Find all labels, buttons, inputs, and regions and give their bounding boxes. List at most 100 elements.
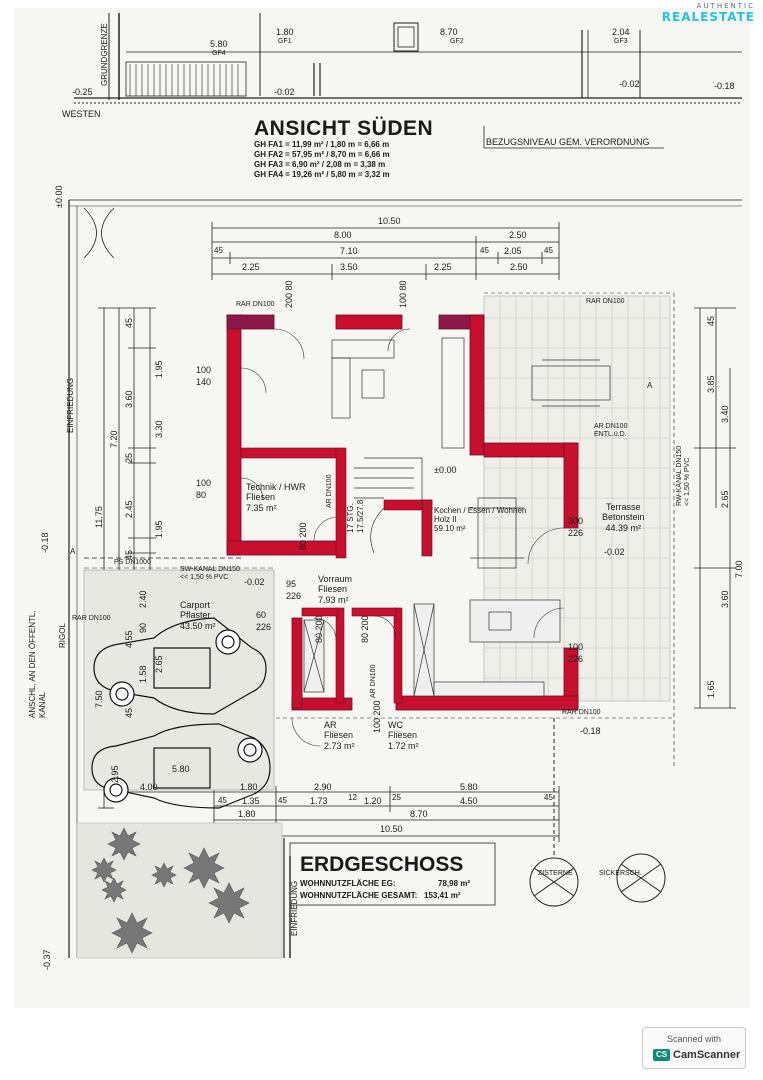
scanner-name: CamScanner (673, 1049, 741, 1061)
opening-9: 80 200 (298, 522, 308, 550)
furniture (331, 337, 611, 569)
pipe-ar-stair: AR DN100 (326, 474, 333, 508)
level-terrace: -0.02 (604, 547, 625, 557)
dim-bottom-10-50: 10.50 (380, 824, 403, 834)
elev-dim-3: 8.70 (440, 27, 458, 37)
level-bottom-left: -0.37 (42, 949, 52, 970)
label-sickersch: SICKERSCH. (599, 870, 642, 877)
dim-bottom-2-90: 2.90 (314, 782, 332, 792)
elev-gf-1: GF1 (278, 38, 292, 45)
dim-top-3-50: 3.50 (340, 262, 358, 272)
dim-bottom-45-a: 45 (218, 796, 227, 805)
dim-top-45-c: 45 (544, 246, 553, 255)
dim-bottom-45-c: 45 (544, 793, 553, 802)
dim-left-1-58: 1.58 (138, 665, 148, 683)
opening-12: 100 200 (372, 700, 382, 733)
dim-left-1-95-a: 1.95 (154, 360, 164, 378)
dim-top-8: 8.00 (334, 230, 352, 240)
pipe-ps: PS DN1000 (114, 559, 151, 566)
dim-bottom-1-80-a: 1.80 (240, 782, 258, 792)
dim-bottom-5-80-car: 5.80 (172, 764, 190, 774)
dim-left-2-45: 2.45 (124, 500, 134, 518)
dim-top-45-a: 45 (214, 246, 223, 255)
tanks (529, 718, 666, 907)
site-boundary (68, 199, 742, 958)
dim-top-2-25-b: 2.25 (434, 262, 452, 272)
dim-top-45-b: 45 (480, 246, 489, 255)
dim-bottom-45-b: 45 (278, 796, 287, 805)
area-total-value: 153,41 m² (424, 891, 461, 900)
dim-top-2-25-a: 2.25 (242, 262, 260, 272)
dim-top-2-50: 2.50 (509, 230, 527, 240)
plan-sheet: 5.80 GF4 1.80 GF1 8.70 GF2 2.04 GF3 -0.2… (14, 8, 750, 1008)
section-marker-a-left: A (70, 547, 76, 556)
dim-bottom-25: 25 (392, 793, 401, 802)
dim-bottom-1-73: 1.73 (310, 796, 328, 806)
dim-bottom-1-80-b: 1.80 (238, 809, 256, 819)
dim-bottom-1-35: 1.35 (242, 796, 260, 806)
dim-right-3-85: 3.85 (706, 375, 716, 393)
scanner-caption: Scanned with (666, 1034, 722, 1044)
pipe-anschl: ANSCHL. AN DEN ÖFFENTL. KANAL (28, 610, 47, 718)
level-left-drain: -0.18 (40, 532, 50, 553)
doors (240, 328, 565, 747)
dim-right-2-65: 2.65 (720, 490, 730, 508)
car-lower (91, 723, 271, 809)
dim-left-1-95-b: 1.95 (154, 520, 164, 538)
pipe-rigol: RIGOL (58, 623, 67, 648)
dim-left-90: 90 (138, 622, 148, 633)
pipe-rar-top: RAR DN100 (236, 301, 275, 308)
elev-dim-2: 1.80 (276, 27, 294, 37)
elev-level-1: -0.25 (72, 87, 93, 97)
level-living: ±0.00 (434, 465, 457, 475)
area-eg-label: WOHNNUTZFLÄCHE EG: (300, 879, 396, 888)
dim-left-45-a: 45 (124, 317, 134, 328)
dim-left-2-40: 2.40 (138, 590, 148, 608)
label-zisterne: ZISTERNE (538, 870, 573, 877)
brand-name: REALESTATE (661, 10, 755, 24)
floor-plan-drawing (68, 13, 742, 959)
dim-right-7-00: 7.00 (734, 560, 744, 578)
dim-left-3-60: 3.60 (124, 390, 134, 408)
dim-left-2-95: 2.95 (110, 765, 120, 783)
dim-bottom-1-20: 1.20 (364, 796, 382, 806)
dim-top-7-10: 7.10 (340, 246, 358, 256)
dim-left-45-c: 45 (124, 707, 134, 718)
level-top-left: ±0.00 (54, 185, 64, 208)
carport-paving (83, 569, 275, 791)
dim-top-total: 10.50 (378, 216, 401, 226)
area-total-label: WOHNNUTZFLÄCHE GESAMT: (300, 891, 418, 900)
camscanner-logo-icon: CS (653, 1049, 670, 1061)
dim-left-25: 25 (124, 452, 134, 463)
stair-ratio: 17.5/27.8 (356, 499, 365, 533)
formula-1: GH FA1 = 11,99 m² / 1,80 m = 6,66 m (254, 140, 390, 149)
pipe-rar-carport: RAR DN100 (72, 615, 111, 622)
camscanner-badge: Scanned with CS CamScanner (642, 1027, 746, 1069)
opening-7: 80 200 (314, 615, 324, 643)
garden-plants (91, 827, 250, 954)
formula-4: GH FA4 = 19,26 m² / 5,80 m = 3,32 m (254, 170, 390, 179)
label-einfriedung-bottom: EINFRIEDUNG (290, 880, 299, 936)
brand-top: AUTHENTIC (696, 2, 755, 10)
opening-11: 200 80 (284, 280, 294, 308)
dim-top-2-05: 2.05 (504, 246, 522, 256)
brand-logo: AUTHENTIC REALESTATE (662, 2, 755, 24)
elevation-drawing (74, 13, 742, 149)
dim-left-3-30: 3.30 (154, 420, 164, 438)
pipe-sw: SW-KANAL DN150<< 1,50 % PVC (180, 566, 240, 582)
label-einfriedung-left: EINFRIEDUNG (66, 377, 75, 433)
dim-bottom-4-00: 4.00 (140, 782, 158, 792)
pipe-rw: RW-KANAL DN150<< 1,50 % PVC (676, 445, 692, 506)
elevation-reference: BEZUGSNIVEAU GEM. VERORDNUNG (486, 137, 650, 147)
pipe-ar-wc: AR DN100 (370, 664, 377, 698)
